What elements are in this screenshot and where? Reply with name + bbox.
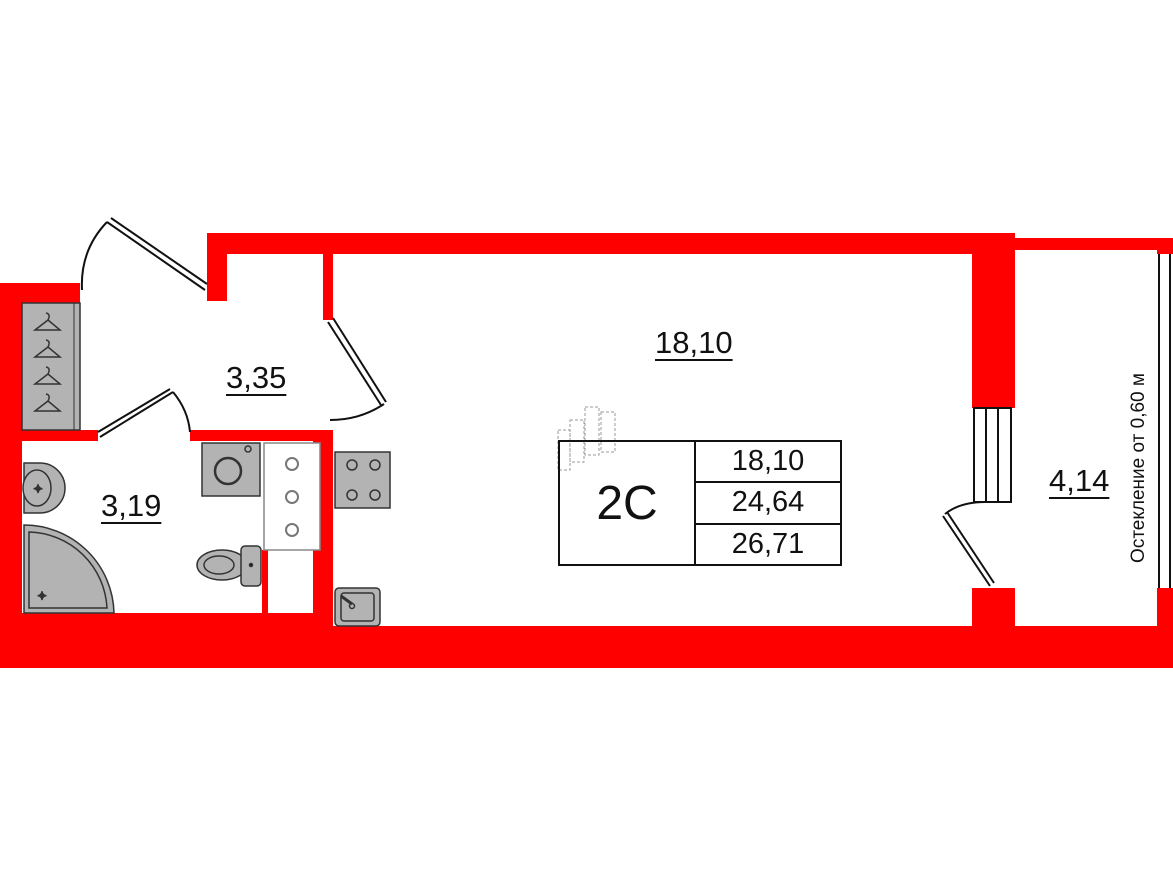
wall-hall-left-stub [207, 233, 227, 301]
area-summary-table: 2C 18,10 24,64 26,71 [558, 440, 842, 566]
wall-bath-top-left [0, 430, 98, 441]
washing-machine-icon [201, 442, 261, 497]
total-with-balcony-value: 26,71 [731, 527, 805, 560]
wall-bath-partition [262, 550, 268, 614]
wall-top [207, 233, 1015, 254]
living-door-icon [327, 317, 387, 421]
room-area-hall: 3,35 [226, 360, 287, 395]
wall-closet-top [0, 283, 80, 303]
wall-bottom [0, 613, 333, 668]
balcony-door-icon [942, 407, 1012, 587]
total-area-value: 24,64 [696, 483, 840, 525]
room-area-living: 18,10 [655, 325, 733, 360]
wall-living-right-lower [972, 588, 1015, 628]
kitchen-sink-icon [334, 587, 381, 627]
shaft-icon [263, 442, 321, 551]
stove-icon [334, 451, 391, 509]
wall-balcony-right-bottom [1157, 588, 1173, 628]
wall-bottom-main [333, 626, 1173, 668]
wall-bath-top-right [190, 430, 333, 441]
entrance-door-icon [80, 217, 208, 291]
washbasin-icon: ✦ [22, 462, 66, 514]
svg-text:✦: ✦ [37, 589, 47, 603]
wall-balcony-right-top [1157, 238, 1173, 254]
shower-icon: ✦ [23, 524, 115, 614]
balcony-glazing-icon [1158, 254, 1171, 588]
wall-left-outer [0, 283, 22, 668]
toilet-icon [196, 545, 262, 587]
wall-living-right-upper [972, 233, 1015, 408]
living-area-value: 18,10 [696, 442, 840, 484]
svg-text:✦: ✦ [33, 482, 43, 496]
wardrobe-icon [21, 302, 81, 431]
room-area-balcony: 4,14 [1049, 463, 1110, 498]
wall-partition-hall-living [323, 254, 333, 320]
room-area-bathroom: 3,19 [101, 488, 162, 523]
apartment-code: 2C [560, 442, 696, 564]
balcony-glazing-note: Остекление от 0,60 м [1128, 373, 1149, 563]
bathroom-door-icon [97, 388, 191, 438]
wall-top-balcony [1015, 238, 1173, 250]
